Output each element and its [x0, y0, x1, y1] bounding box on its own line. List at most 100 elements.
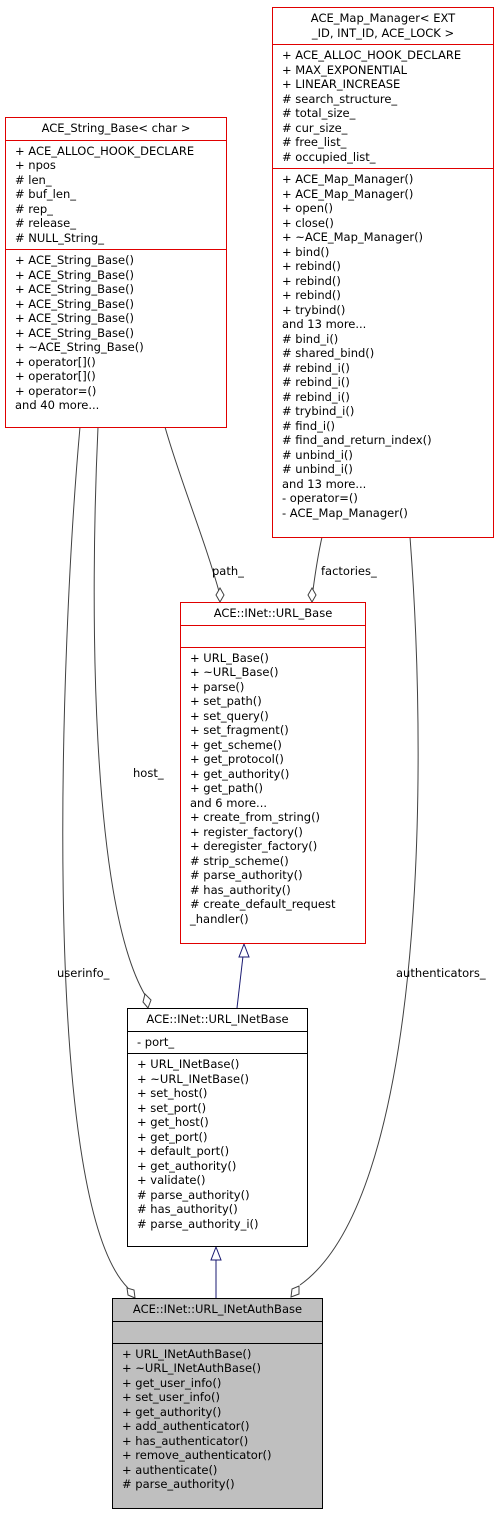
member-line: + authenticate(): [122, 1462, 218, 1477]
member-line: # create_default_request: [190, 897, 336, 911]
member-line: + set_fragment(): [190, 723, 289, 737]
member-line: + ~ACE_String_Base(): [15, 340, 144, 354]
member-line: + operator[](): [15, 354, 96, 369]
methods-section: + URL_Base()+ ~URL_Base()+ parse()+ set_…: [181, 646, 365, 931]
member-line: + get_authority(): [137, 1158, 237, 1173]
member-line: + validate(): [137, 1173, 206, 1187]
member-line: + operator=(): [15, 383, 97, 398]
class-title: ACE::INet::URL_INetBase: [146, 1012, 289, 1026]
member-line: + open(): [282, 201, 333, 215]
edge-factories: [312, 536, 323, 591]
class-url-base: ACE::INet::URL_Base + URL_Base()+ ~URL_B…: [180, 602, 366, 944]
member-line: # total_size_: [282, 106, 356, 120]
member-line: and 6 more...: [190, 795, 268, 810]
diamond-factories: [307, 586, 317, 604]
member-line: # has_authority(): [137, 1202, 238, 1216]
attributes-section: [181, 624, 365, 647]
edge-authenticators: [299, 536, 419, 1286]
member-line: - ACE_Map_Manager(): [282, 505, 408, 520]
member-line: + ACE_ALLOC_HOOK_DECLARE: [282, 48, 462, 62]
member-line: + get_authority(): [122, 1404, 222, 1419]
member-line: + ACE_String_Base(): [15, 253, 135, 267]
edge-path: [164, 426, 221, 596]
attributes-section: - port_: [128, 1030, 307, 1054]
member-line: # find_i(): [282, 418, 336, 433]
arrow-inherit-inetbase: [238, 942, 250, 958]
member-line: + get_port(): [137, 1129, 208, 1144]
attributes-section: [113, 1320, 322, 1343]
member-line: + set_path(): [190, 694, 262, 708]
member-line: + get_path(): [190, 781, 264, 795]
member-line: + ACE_Map_Manager(): [282, 172, 414, 186]
member-line: # buf_len_: [15, 187, 76, 201]
member-line: # rebind_i(): [282, 389, 350, 404]
methods-section: + URL_INetAuthBase()+ ~URL_INetAuthBase(…: [113, 1342, 322, 1496]
member-line: + set_host(): [137, 1086, 208, 1100]
methods-section: + ACE_Map_Manager()+ ACE_Map_Manager()+ …: [273, 168, 493, 524]
member-line: + set_query(): [190, 708, 269, 723]
label-path: path_: [212, 564, 244, 578]
class-title: ACE_Map_Manager< EXT _ID, INT_ID, ACE_LO…: [310, 11, 456, 40]
member-line: + ACE_String_Base(): [15, 296, 135, 311]
member-line: # rebind_i(): [282, 360, 350, 375]
member-line: + get_authority(): [190, 766, 290, 781]
attributes-section: + ACE_ALLOC_HOOK_DECLARE+ MAX_EXPONENTIA…: [273, 44, 493, 168]
member-line: + MAX_EXPONENTIAL: [282, 62, 408, 77]
member-line: + ACE_ALLOC_HOOK_DECLARE: [15, 143, 195, 158]
member-line: + trybind(): [282, 302, 346, 317]
member-line: and 13 more...: [282, 317, 367, 331]
member-line: # find_and_return_index(): [282, 433, 432, 447]
member-line: + default_port(): [137, 1144, 230, 1158]
diamond-host: [142, 993, 152, 1009]
member-line: + ~URL_Base(): [190, 665, 279, 679]
member-line: # cur_size_: [282, 120, 348, 135]
member-line: # rebind_i(): [282, 375, 350, 389]
edge-userinfo: [62, 426, 129, 1289]
member-line: + URL_INetBase(): [137, 1057, 240, 1071]
member-line: + set_user_info(): [122, 1390, 220, 1404]
member-line: # strip_scheme(): [190, 853, 289, 868]
member-line: + npos: [15, 158, 56, 172]
member-line: + ~URL_INetAuthBase(): [122, 1361, 261, 1375]
class-url-inetbase: ACE::INet::URL_INetBase - port_ + URL_IN…: [127, 1008, 308, 1247]
member-line: + URL_Base(): [190, 650, 269, 665]
empty-compartment: [122, 1325, 317, 1339]
member-line: # unbind_i(): [282, 447, 353, 462]
member-line: + has_authenticator(): [122, 1433, 249, 1448]
member-line: + parse(): [190, 679, 245, 694]
member-line: # occupied_list_: [282, 149, 376, 164]
member-line: + LINEAR_INCREASE: [282, 77, 401, 91]
member-line: # unbind_i(): [282, 462, 353, 476]
member-line: + deregister_factory(): [190, 839, 318, 853]
member-line: + ~URL_INetBase(): [137, 1071, 250, 1086]
member-line: + URL_INetAuthBase(): [122, 1346, 252, 1361]
member-line: + get_scheme(): [190, 737, 282, 752]
methods-section: + ACE_String_Base()+ ACE_String_Base()+ …: [6, 249, 226, 417]
diamond-path: [215, 586, 225, 604]
member-line: + ACE_String_Base(): [15, 325, 135, 340]
member-line: # free_list_: [282, 135, 347, 149]
edge-inherit-inetbase: [236, 955, 244, 1009]
member-line: # search_structure_: [282, 91, 398, 106]
label-host: host_: [133, 766, 164, 780]
member-line: + set_port(): [137, 1100, 207, 1115]
empty-compartment: [190, 629, 360, 643]
member-line: + get_host(): [137, 1115, 209, 1129]
label-factories: factories_: [321, 564, 377, 578]
member-line: # has_authority(): [190, 882, 291, 897]
diamond-authenticators: [290, 1285, 300, 1298]
class-title: ACE::INet::URL_INetAuthBase: [132, 1302, 303, 1316]
label-userinfo: userinfo_: [57, 966, 110, 980]
member-line: + ~ACE_Map_Manager(): [282, 230, 424, 244]
member-line: # rep_: [15, 201, 53, 216]
member-line: # parse_authority(): [122, 1477, 235, 1491]
class-title: ACE::INet::URL_Base: [213, 606, 333, 620]
methods-section: + URL_INetBase()+ ~URL_INetBase()+ set_h…: [128, 1053, 307, 1235]
class-url-inetauthbase: ACE::INet::URL_INetAuthBase + URL_INetAu…: [112, 1298, 323, 1509]
class-string-base: ACE_String_Base< char > + ACE_ALLOC_HOOK…: [5, 117, 227, 428]
member-line: + bind(): [282, 244, 330, 259]
member-line: # bind_i(): [282, 331, 339, 346]
member-line: - port_: [137, 1034, 175, 1049]
member-line: # release_: [15, 216, 76, 230]
